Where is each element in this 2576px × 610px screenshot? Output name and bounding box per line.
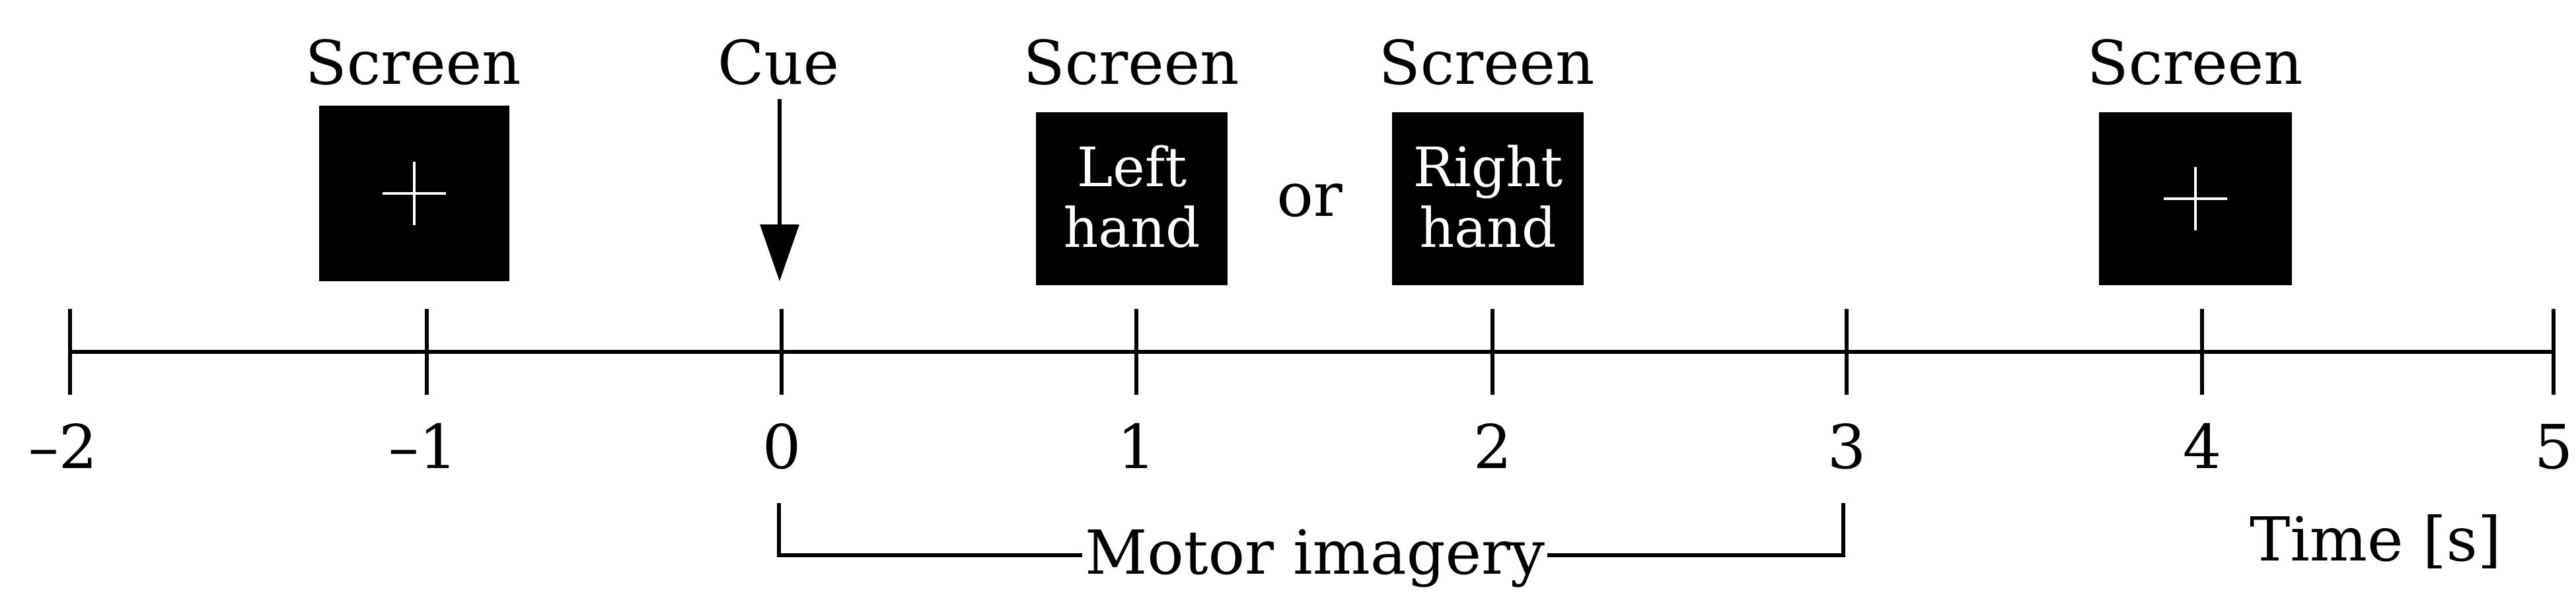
left-hand-screen: Left hand xyxy=(1036,112,1228,285)
tick-mark xyxy=(1490,309,1494,395)
tick-label: 3 xyxy=(1827,412,1866,483)
interval-label: Motor imagery xyxy=(1085,518,1545,588)
screen-text: Right xyxy=(1413,137,1563,200)
screen-text: hand xyxy=(1419,197,1557,260)
tick-label: 5 xyxy=(2534,412,2573,483)
interval-bracket-line xyxy=(1547,553,1845,557)
screen-text: hand xyxy=(1063,197,1200,260)
tick-label: –2 xyxy=(28,412,98,483)
fixation-cross-icon xyxy=(383,162,446,225)
fixation-screen xyxy=(2099,112,2292,285)
tick-label: 4 xyxy=(2182,412,2222,483)
interval-bracket-right xyxy=(1841,503,1845,557)
axis-label: Time [s] xyxy=(2250,504,2501,575)
interval-bracket-line xyxy=(777,553,1082,557)
tick-mark xyxy=(1134,309,1138,395)
timeline-axis xyxy=(69,350,2555,354)
tick-label: –1 xyxy=(388,412,458,483)
screen-label: Screen xyxy=(305,28,521,98)
tick-mark xyxy=(1845,309,1849,395)
tick-label: 0 xyxy=(762,412,801,483)
screen-text: Left xyxy=(1076,137,1187,200)
fixation-screen xyxy=(319,106,509,281)
cue-arrow-icon xyxy=(760,99,799,281)
interval-bracket-left xyxy=(777,503,781,557)
tick-mark xyxy=(68,309,72,395)
tick-mark xyxy=(425,309,429,395)
fixation-cross-icon xyxy=(2164,167,2227,230)
screen-label: Screen xyxy=(2086,28,2303,98)
tick-label: 2 xyxy=(1473,412,1512,483)
screen-label: Screen xyxy=(1023,28,1239,98)
right-hand-screen: Right hand xyxy=(1392,112,1584,285)
tick-mark xyxy=(2552,309,2556,395)
tick-mark xyxy=(780,309,784,395)
or-label: or xyxy=(1276,160,1343,230)
tick-mark xyxy=(2200,309,2204,395)
screen-label: Screen xyxy=(1378,28,1595,98)
cue-label: Cue xyxy=(717,28,840,98)
tick-label: 1 xyxy=(1117,412,1156,483)
